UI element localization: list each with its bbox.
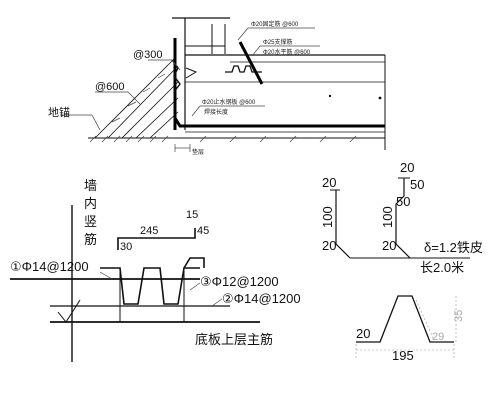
slope-label: 地锚 xyxy=(48,105,70,119)
right-dim-20-top-left: 20 xyxy=(322,175,336,190)
corner-bend-rebar xyxy=(173,117,200,128)
rebar-1-label: ①Φ14@1200 xyxy=(10,259,89,274)
left-bracket-profile xyxy=(335,190,351,259)
sheet-thickness-note: δ=1.2铁皮 xyxy=(424,240,483,255)
svg-text:筋: 筋 xyxy=(84,232,97,247)
tie-tick xyxy=(57,299,81,323)
water-stop-label: Φ20止水钢板 @600 xyxy=(202,98,256,106)
slope-hatch xyxy=(111,73,166,123)
hook-bar-shape xyxy=(117,228,196,250)
dim-30: 30 xyxy=(120,241,132,253)
slope-braces xyxy=(94,57,179,139)
sheet-trapezoid-profile xyxy=(356,295,454,343)
profile-dim-20: 20 xyxy=(356,326,370,341)
profile-dim-195: 195 xyxy=(392,348,414,363)
leader-lines xyxy=(60,27,320,131)
deck-hook-right xyxy=(183,257,205,269)
sheet-length-note: 长2.0米 xyxy=(420,260,464,275)
slab-lines xyxy=(185,54,386,150)
right-dim-50-mid: 50 xyxy=(396,194,410,209)
right-dim-100-left: 100 xyxy=(320,206,335,228)
dim-245: 245 xyxy=(140,225,158,237)
right-dim-20-bottom-left: 20 xyxy=(322,238,336,253)
right-dim-20-bottom-right: 20 xyxy=(382,238,396,253)
weld-length-label: 焊接长度 xyxy=(204,108,228,116)
right-dim-20-top-right: 20 xyxy=(400,160,414,175)
water-stop-plate xyxy=(225,65,262,73)
spacing-600-left-label: @600 xyxy=(95,81,125,93)
horizontal-bar-label: Φ20水平筋 @600 xyxy=(263,48,311,56)
right-dim-100-right: 100 xyxy=(380,206,395,228)
left-leaders xyxy=(99,271,223,307)
profile-dim-29: 29 xyxy=(432,331,444,343)
dim-15: 15 xyxy=(186,209,198,221)
rebar-2-label: ②Φ14@1200 xyxy=(222,291,301,306)
svg-text:内: 内 xyxy=(84,196,97,211)
right-dim-50-top: 50 xyxy=(410,177,424,192)
spacing-300-label: @300 xyxy=(133,49,163,61)
upper-zigzag xyxy=(185,67,198,79)
right-section-drawing: 20 100 20 20 50 50 100 20 δ=1.2铁皮 长2.0米 … xyxy=(320,160,483,363)
top-section-drawing: 地锚 @600 @300 Φ20固定筋 @600 Φ25支撑筋 Φ20水平筋 @… xyxy=(48,17,386,156)
left-section-drawing: 墙 内 竖 筋 245 15 45 30 ①Φ14@1200 ③Φ12@1200… xyxy=(10,178,301,362)
dim-45: 45 xyxy=(197,225,209,237)
profile-dim-slant xyxy=(415,299,435,341)
ground-hatch xyxy=(89,135,357,143)
wall-vertical-label: 墙 内 竖 筋 xyxy=(84,178,97,247)
rebar-3-label: ③Φ12@1200 xyxy=(200,274,279,289)
right-diagonal-strut xyxy=(238,41,264,85)
slab-dots xyxy=(328,94,382,100)
steel-deck-profile xyxy=(100,267,200,305)
svg-text:竖: 竖 xyxy=(84,214,97,229)
cushion-label: 垫层 xyxy=(192,148,204,156)
profile-dim-35: 35 xyxy=(453,310,465,322)
right-bracket-profile xyxy=(395,178,411,259)
bottom-main-rebar-label: 底板上层主筋 xyxy=(195,332,273,347)
fixing-bar-label: Φ20固定筋 @600 xyxy=(251,20,299,28)
svg-text:墙: 墙 xyxy=(84,178,97,193)
support-bar-label: Φ25支撑筋 xyxy=(263,38,292,46)
